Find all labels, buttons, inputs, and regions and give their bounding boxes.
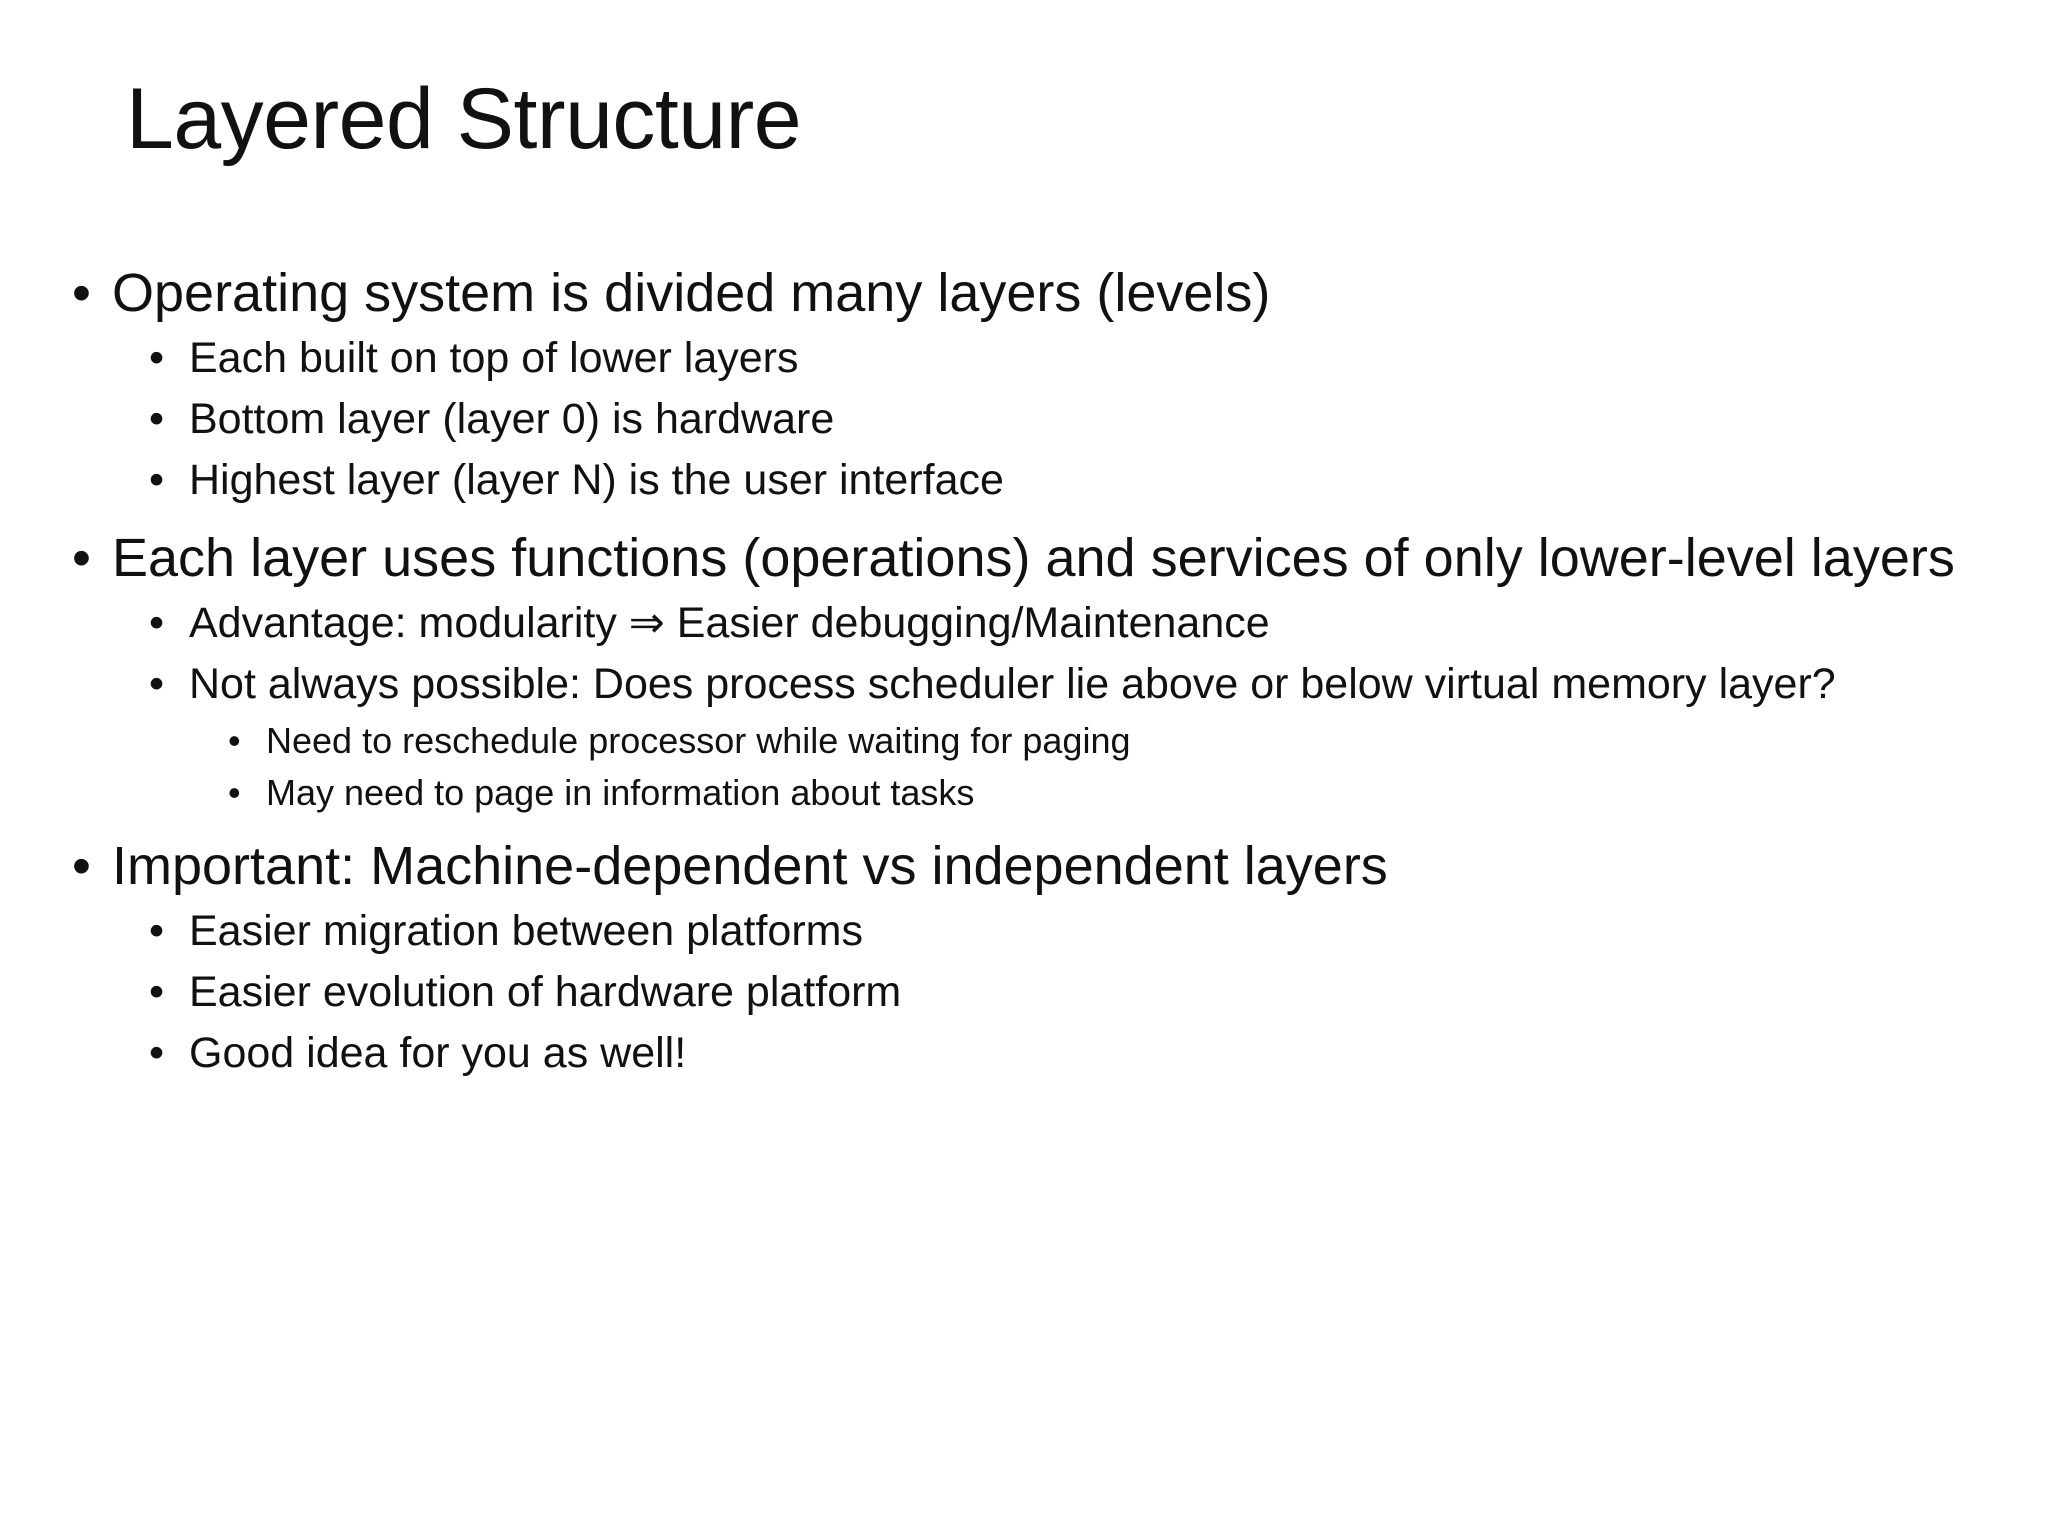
sub-bullet-text: Not always possible: Does process schedu… — [189, 660, 1836, 708]
sub-bullet-item: • Easier migration between platforms — [72, 901, 2012, 962]
sub-bullet-text: Advantage: modularity ⇒ Easier debugging… — [189, 599, 1270, 647]
bullet-dot-icon: • — [149, 334, 165, 382]
bullet-dot-icon: • — [149, 395, 165, 443]
sub-bullet-item: • Each built on top of lower layers — [72, 328, 2012, 389]
bullet-dot-icon: • — [72, 263, 91, 323]
sub-bullet-item: • Bottom layer (layer 0) is hardware — [72, 389, 2012, 450]
sub-sub-bullet-text: May need to page in information about ta… — [266, 772, 975, 813]
bullet-list: • Operating system is divided many layer… — [72, 258, 2012, 1084]
sub-sub-bullet-item: • Need to reschedule processor while wai… — [72, 715, 2012, 767]
bullet-text: Important: Machine-dependent vs independ… — [112, 836, 1388, 896]
sub-bullet-text: Easier migration between platforms — [189, 907, 863, 955]
sub-bullet-item: • Not always possible: Does process sche… — [72, 654, 2012, 715]
bullet-dot-icon: • — [72, 836, 91, 896]
bullet-item: • Each layer uses functions (operations)… — [72, 523, 2012, 593]
bullet-item: • Operating system is divided many layer… — [72, 258, 2012, 328]
sub-bullet-text: Each built on top of lower layers — [189, 334, 799, 382]
slide-title: Layered Structure — [126, 71, 802, 167]
sub-bullet-item: • Easier evolution of hardware platform — [72, 962, 2012, 1023]
bullet-text: Each layer uses functions (operations) a… — [112, 528, 1955, 588]
bullet-dot-icon: • — [149, 1029, 165, 1077]
bullet-text: Operating system is divided many layers … — [112, 263, 1271, 323]
sub-bullet-item: • Good idea for you as well! — [72, 1023, 2012, 1084]
bullet-dot-icon: • — [149, 599, 165, 647]
sub-sub-bullet-item: • May need to page in information about … — [72, 767, 2012, 819]
bullet-dot-icon: • — [149, 968, 165, 1016]
sub-bullet-item: • Highest layer (layer N) is the user in… — [72, 450, 2012, 511]
sub-bullet-item: • Advantage: modularity ⇒ Easier debuggi… — [72, 593, 2012, 654]
bullet-dot-icon: • — [149, 907, 165, 955]
sub-bullet-text: Highest layer (layer N) is the user inte… — [189, 456, 1004, 504]
sub-bullet-text: Good idea for you as well! — [189, 1029, 687, 1077]
sub-bullet-text: Easier evolution of hardware platform — [189, 968, 902, 1016]
bullet-dot-icon: • — [228, 720, 241, 761]
bullet-dot-icon: • — [72, 528, 91, 588]
sub-sub-bullet-text: Need to reschedule processor while waiti… — [266, 720, 1131, 761]
bullet-item: • Important: Machine-dependent vs indepe… — [72, 831, 2012, 901]
bullet-dot-icon: • — [228, 772, 241, 813]
bullet-dot-icon: • — [149, 660, 165, 708]
bullet-dot-icon: • — [149, 456, 165, 504]
sub-bullet-text: Bottom layer (layer 0) is hardware — [189, 395, 835, 443]
